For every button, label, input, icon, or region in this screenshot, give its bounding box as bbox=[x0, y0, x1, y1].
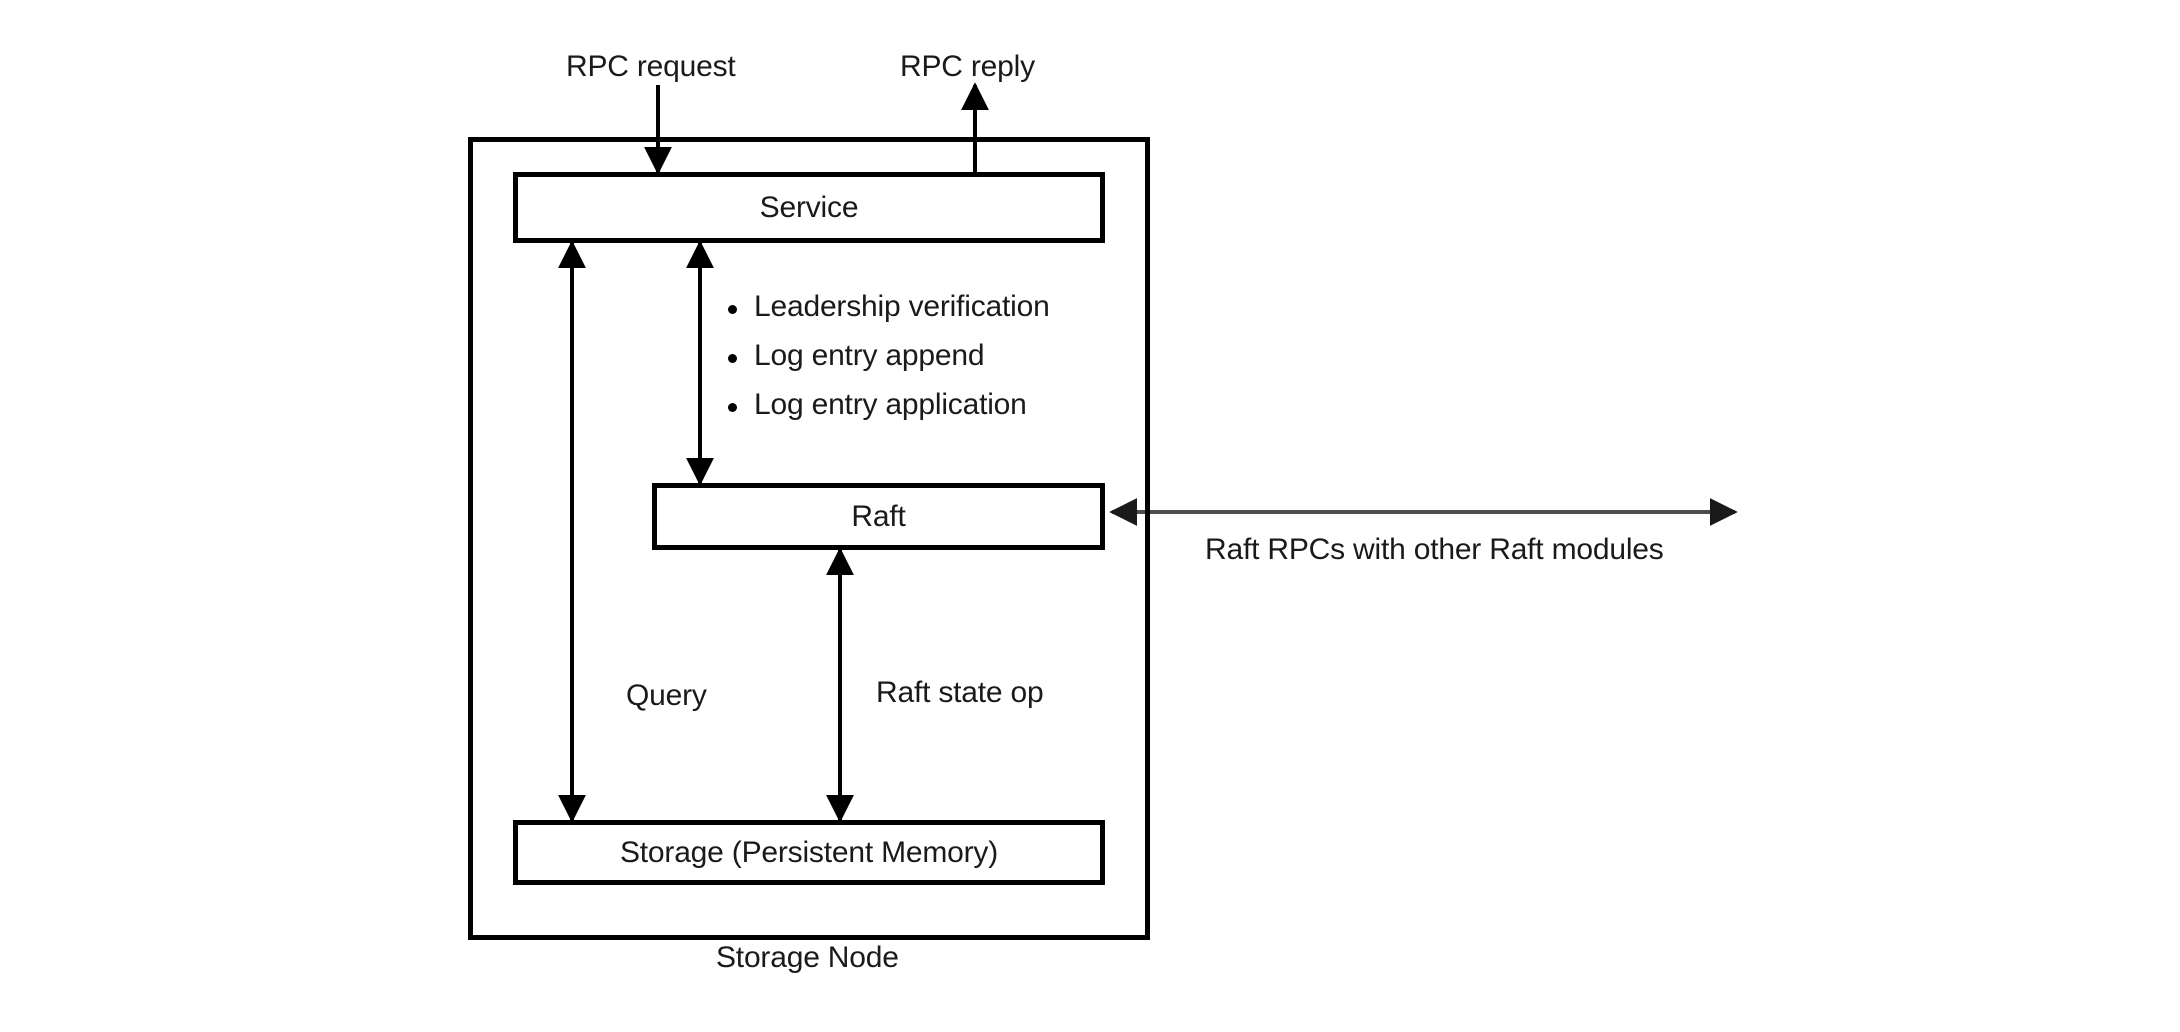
service-box[interactable]: Service bbox=[513, 172, 1105, 243]
service-raft-operations-list: Leadership verification Log entry append… bbox=[728, 290, 1050, 437]
rpc-request-label: RPC request bbox=[566, 50, 736, 83]
raft-rpcs-label: Raft RPCs with other Raft modules bbox=[1205, 533, 1664, 566]
rpc-reply-label: RPC reply bbox=[900, 50, 1035, 83]
list-item: Log entry application bbox=[728, 388, 1050, 422]
storage-node-caption: Storage Node bbox=[716, 941, 899, 974]
list-item: Leadership verification bbox=[728, 290, 1050, 324]
storage-box[interactable]: Storage (Persistent Memory) bbox=[513, 820, 1105, 885]
storage-node-container bbox=[468, 137, 1150, 940]
raft-box[interactable]: Raft bbox=[652, 483, 1105, 550]
storage-box-label: Storage (Persistent Memory) bbox=[619, 835, 999, 869]
service-box-label: Service bbox=[759, 190, 859, 224]
list-item: Log entry append bbox=[728, 339, 1050, 373]
raft-box-label: Raft bbox=[851, 499, 906, 533]
query-label: Query bbox=[626, 679, 707, 712]
raft-state-op-label: Raft state op bbox=[876, 676, 1044, 709]
